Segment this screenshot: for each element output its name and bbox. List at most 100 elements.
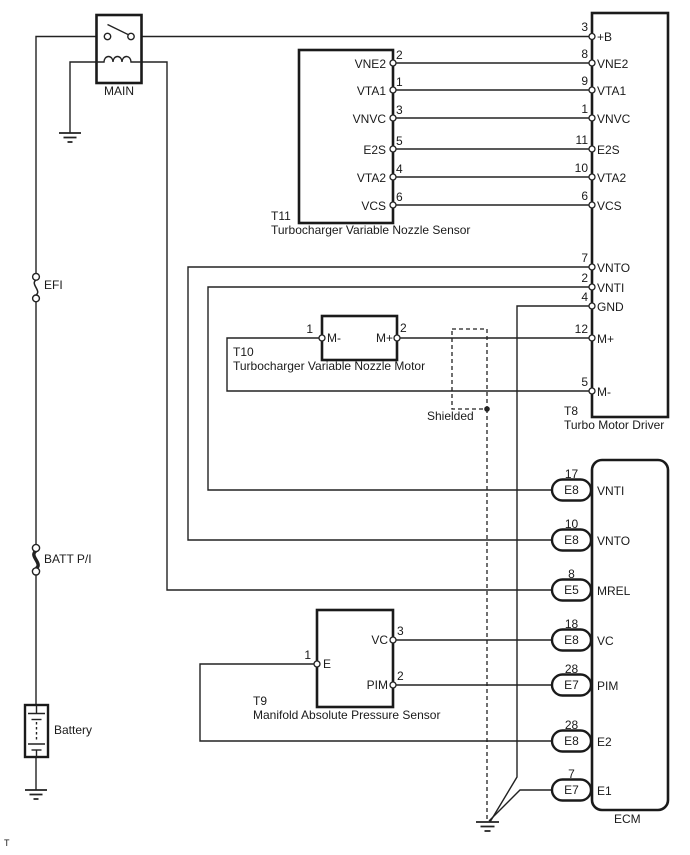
ecm-connector-id: E5	[564, 583, 579, 597]
ecm-pin-number: 17	[564, 467, 579, 481]
ecm-pin-number: 18	[564, 617, 579, 631]
battery-cells-icon	[28, 705, 45, 757]
ground-icon-battery	[25, 789, 47, 800]
shielded-label: Shielded	[427, 409, 474, 423]
ecm-connector-id: E7	[564, 783, 579, 797]
t8-pin-label: +B	[597, 30, 613, 44]
wires	[35, 35, 592, 823]
t9-pin-label: VC	[371, 633, 388, 647]
ecm-pin-number: 28	[564, 718, 579, 732]
t8-pin-number: 12	[574, 322, 588, 336]
t10-pin-number: 1	[306, 322, 313, 336]
fuse-terminal	[31, 272, 41, 281]
t9-pin-number: 3	[397, 624, 404, 638]
t11-pin-number: 5	[396, 134, 403, 148]
ground-icon-relay	[59, 132, 81, 143]
battery-label: Battery	[54, 723, 93, 737]
ecm-signal-label: E2	[597, 735, 612, 749]
ecm-box	[590, 458, 670, 812]
t8-pin-number: 1	[581, 102, 588, 116]
relay-coil-icon	[96, 55, 142, 63]
t8-pin-label: VNTO	[597, 261, 631, 275]
ecm-signal-label: E1	[597, 784, 612, 798]
t11-pin-label: VNE2	[354, 57, 386, 71]
t9-box	[315, 608, 395, 709]
wire-vnti	[207, 286, 592, 491]
relay-contact-circle	[103, 32, 112, 41]
wire-vnto	[187, 266, 592, 541]
t8-pin-number: 7	[581, 251, 588, 265]
t8-pin-label: GND	[597, 300, 624, 314]
main-relay-box	[95, 13, 143, 85]
batt-pi-label: BATT P/I	[44, 552, 92, 566]
t9-pin-label: E	[323, 657, 332, 671]
t8-pin-label: VNE2	[597, 57, 629, 71]
t8-pin-number: 8	[581, 47, 588, 61]
ecm-pin-number: 28	[564, 662, 579, 676]
t11-pin-label: VNVC	[352, 112, 386, 126]
fuse-terminal	[31, 294, 41, 303]
wire-e1	[488, 789, 552, 822]
t11-box	[297, 48, 395, 225]
ecm-signal-label: VC	[597, 634, 614, 648]
wire-mrel	[141, 61, 552, 591]
wire-main-left-rail-top	[35, 35, 97, 274]
efi-fuse-icon	[33, 279, 39, 296]
t8-box	[590, 11, 670, 419]
ground-icon-ecm	[476, 821, 499, 832]
shield-junction-dot	[484, 406, 490, 412]
wire-e2	[199, 663, 552, 742]
ecm-pin-number: 10	[564, 517, 579, 531]
t11-pin-number: 6	[396, 190, 403, 204]
t8-pin-number: 9	[581, 74, 588, 88]
t8-name: Turbo Motor Driver	[564, 418, 665, 432]
wire-m-minus	[226, 337, 592, 392]
t9-id: T9	[253, 694, 268, 708]
t9-pin-number: 2	[397, 669, 404, 683]
ecm-signal-label: MREL	[597, 584, 631, 598]
t11-pin-number: 2	[396, 48, 403, 62]
ecm-signal-label: VNTO	[597, 534, 631, 548]
ecm-signal-label: VNTI	[597, 484, 625, 498]
t8-pin-label: E2S	[597, 143, 620, 157]
relay-switch-icon	[96, 23, 142, 63]
t8-pin-label: M+	[597, 332, 615, 346]
t8-pin-number: 2	[581, 271, 588, 285]
t11-pin-number: 1	[396, 75, 403, 89]
ecm-signal-label: PIM	[597, 679, 619, 693]
ecm-pin-number: 7	[568, 767, 575, 781]
ecm-pin-number: 8	[568, 567, 575, 581]
t8-pin-label: VTA2	[597, 171, 627, 185]
batt-pi-fusible-link-icon	[32, 549, 40, 570]
page-footer-mark: T	[4, 838, 10, 848]
ecm-connector-id: E7	[564, 678, 579, 692]
t10-pin-label: M-	[327, 331, 341, 345]
ecm-connector-ovals	[550, 478, 593, 802]
ecm-label: ECM	[614, 812, 641, 826]
t11-id: T11	[271, 209, 291, 223]
t9-name: Manifold Absolute Pressure Sensor	[253, 708, 441, 722]
ecm-connector-id: E8	[564, 533, 579, 547]
main-relay-label: MAIN	[104, 84, 134, 98]
fuse-terminal	[31, 567, 41, 576]
t11-pin-label: VTA2	[356, 171, 386, 185]
t10-id: T10	[233, 345, 254, 359]
t9-pin-number: 1	[304, 648, 311, 662]
t11-pin-number: 4	[396, 162, 403, 176]
t11-pin-label: E2S	[363, 143, 386, 157]
wire-gnd	[489, 305, 592, 823]
ecm-connector-id: E8	[564, 633, 579, 647]
ecm-connector-id: E8	[564, 483, 579, 497]
pin-terminals	[313, 32, 596, 689]
t8-pin-number: 11	[575, 133, 588, 147]
t8-pin-label: M-	[597, 385, 611, 399]
t8-pin-number: 4	[581, 290, 588, 304]
fuse-terminal	[31, 543, 41, 553]
t9-pin-label: PIM	[366, 678, 388, 692]
t8-pin-number: 3	[581, 20, 588, 34]
t11-pin-label: VTA1	[356, 84, 386, 98]
t10-pin-label: M+	[375, 331, 393, 345]
t8-pin-number: 5	[581, 375, 588, 389]
